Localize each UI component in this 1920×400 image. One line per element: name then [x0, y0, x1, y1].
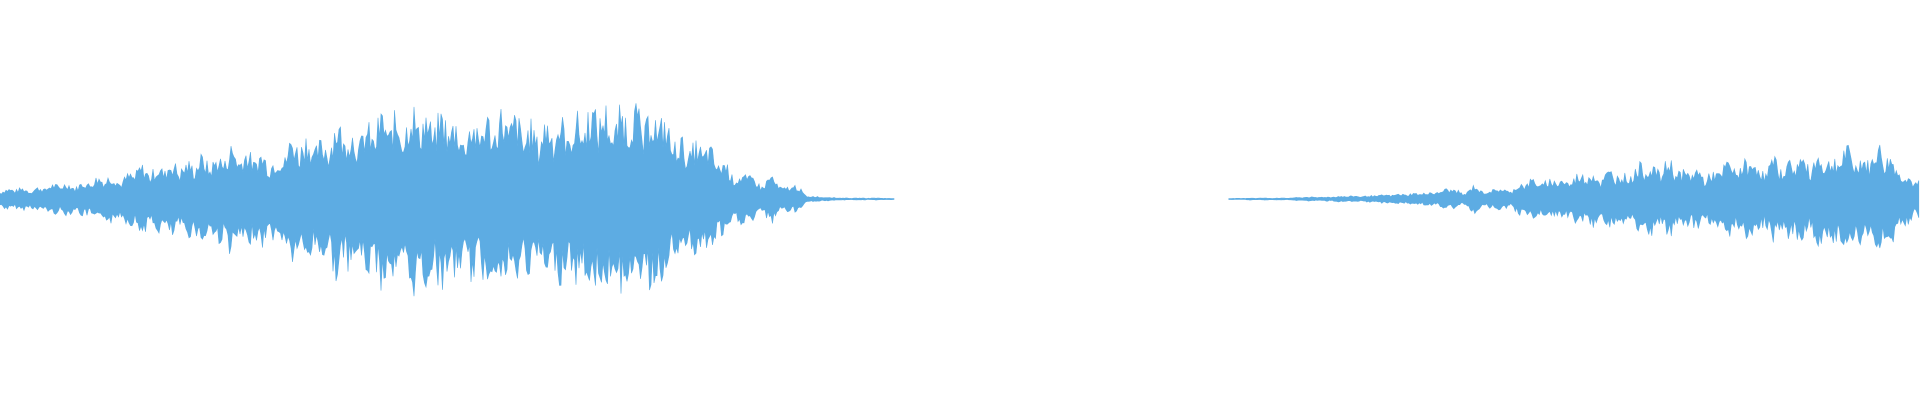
segment-left — [0, 103, 895, 297]
segment-right — [1228, 144, 1920, 249]
